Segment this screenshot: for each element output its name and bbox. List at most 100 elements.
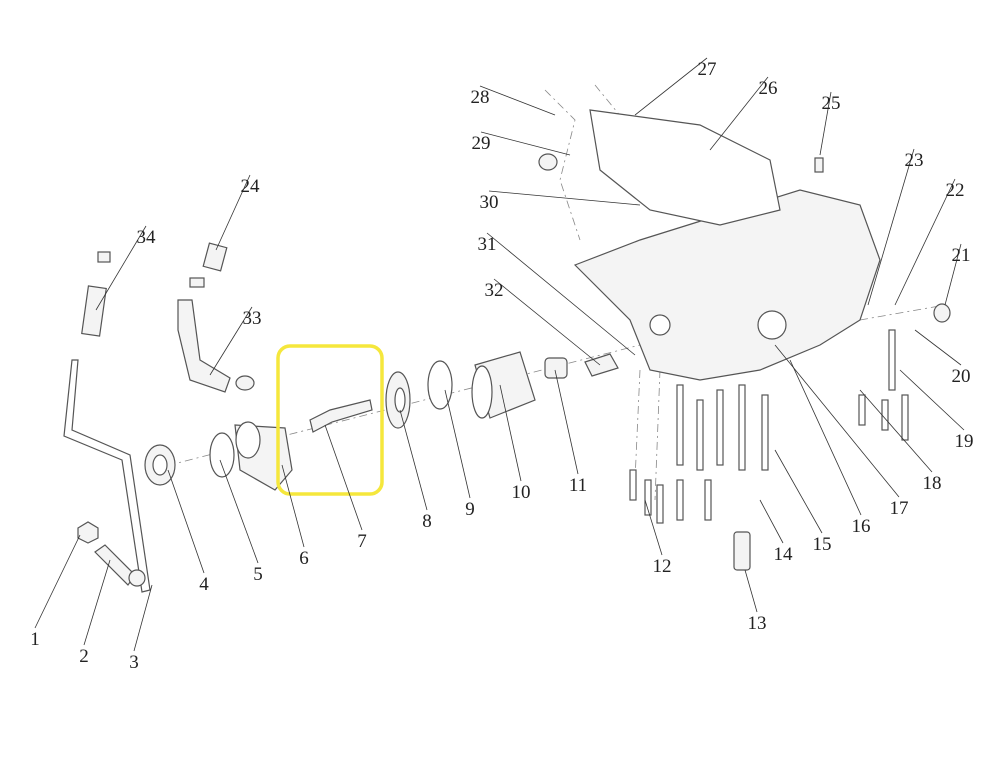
dowel [538,153,558,171]
callout-14[interactable]: 14 [774,544,794,565]
leader-line-25 [819,91,832,156]
callout-20[interactable]: 20 [952,366,971,387]
leader-line-29 [480,131,571,156]
filter-o-ring [427,360,453,410]
bolt [644,479,652,516]
leader-line-19 [899,369,965,431]
oil-filter-end [471,365,493,419]
bolt [716,389,724,466]
bolt [696,399,704,471]
callout-19[interactable]: 19 [955,431,974,452]
callout-11[interactable]: 11 [569,475,587,496]
leader-line-21 [944,243,962,306]
callout-17[interactable]: 17 [890,498,909,519]
leader-line-15 [774,449,823,534]
callout-28[interactable]: 28 [471,87,490,108]
callout-30[interactable]: 30 [480,192,499,213]
leader-line-30 [488,190,641,206]
callout-25[interactable]: 25 [822,93,841,114]
bolt [901,394,909,441]
leader-line-12 [644,499,663,556]
leader-line-28 [479,85,556,116]
leader-line-10 [499,384,522,482]
callout-26[interactable]: 26 [759,78,778,99]
callout-31[interactable]: 31 [478,234,497,255]
leader-line-33 [209,306,253,376]
callout-16[interactable]: 16 [852,516,871,537]
leader-line-8 [399,409,428,511]
callout-6[interactable]: 6 [299,548,309,569]
leader-line-2 [83,559,111,646]
leader-line-34 [95,225,147,311]
leader-line-20 [914,329,962,366]
bolt [858,394,866,426]
callout-15[interactable]: 15 [813,534,832,555]
leader-line-5 [219,459,259,564]
sleeve [81,285,107,337]
crankcase-bolts [629,329,909,524]
callout-29[interactable]: 29 [472,133,491,154]
seal-ring-inner [394,387,406,413]
callout-2[interactable]: 2 [79,646,89,667]
callout-3[interactable]: 3 [129,652,139,673]
callout-22[interactable]: 22 [946,180,965,201]
oil-pipe [63,359,151,593]
bolt [676,479,684,521]
nut [77,521,99,544]
bolt [656,484,664,524]
oil-filter-stud [309,399,373,433]
sleeve-clip [97,251,111,263]
sensor [733,531,751,571]
bolt [888,329,896,391]
leader-line-26 [709,76,769,151]
leader-line-27 [634,57,708,116]
highlight-box [276,344,384,496]
callout-32[interactable]: 32 [485,280,504,301]
breather-hose [177,299,231,393]
callout-27[interactable]: 27 [698,59,717,80]
bolt [761,394,769,471]
callout-33[interactable]: 33 [243,308,262,329]
callout-12[interactable]: 12 [653,556,672,577]
leader-line-22 [894,178,956,306]
callout-21[interactable]: 21 [952,245,971,266]
hose-clip [189,277,205,288]
bolt [881,399,889,431]
leader-line-11 [554,369,579,475]
bolt [738,384,746,471]
callout-5[interactable]: 5 [253,564,263,585]
leader-line-24 [215,174,251,251]
callout-18[interactable]: 18 [923,473,942,494]
leader-lines [34,57,965,652]
callout-4[interactable]: 4 [199,574,209,595]
o-ring [209,432,235,478]
leader-line-31 [486,232,636,356]
leader-line-6 [281,464,305,548]
callout-7[interactable]: 7 [357,531,367,552]
hose-sleeve [202,242,228,272]
filter-housing-face [235,421,261,459]
leader-line-17 [774,344,900,498]
leader-line-18 [859,389,933,473]
leader-line-9 [444,389,471,499]
leader-line-13 [744,569,758,613]
callout-34[interactable]: 34 [137,227,157,248]
leader-line-4 [167,469,205,574]
crankcase-cover [589,109,781,226]
callout-13[interactable]: 13 [748,613,767,634]
callout-1[interactable]: 1 [30,629,40,650]
leader-line-7 [324,424,363,531]
callout-10[interactable]: 10 [512,482,531,503]
callout-24[interactable]: 24 [241,176,261,197]
callout-8[interactable]: 8 [422,511,432,532]
callout-9[interactable]: 9 [465,499,475,520]
leader-line-23 [867,148,915,306]
banjo-fitting [128,569,146,587]
hose-clamp [235,375,255,391]
leader-line-16 [789,359,862,516]
callout-23[interactable]: 23 [905,150,924,171]
leader-line-32 [493,278,601,366]
bearing-bore [757,310,787,340]
